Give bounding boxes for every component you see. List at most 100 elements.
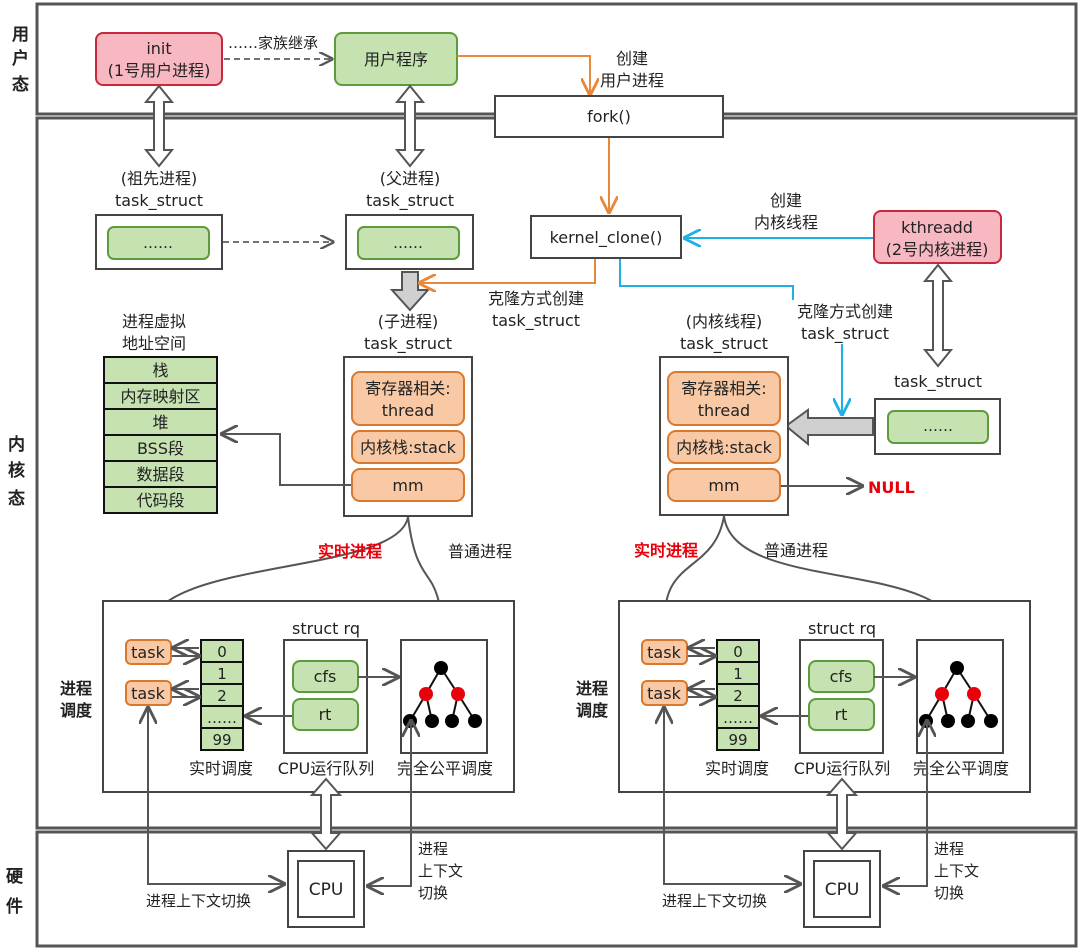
parent-to-child-arrow: [389, 271, 431, 312]
svg-text:用: 用: [12, 25, 29, 45]
create-user-proc-label-2: 用户进程: [600, 71, 664, 90]
kthreadd-task-inner-text: ……: [923, 417, 953, 435]
svg-text:内: 内: [8, 434, 25, 455]
parent-label-2: task_struct: [366, 191, 454, 211]
vas-segment-label: BSS段: [137, 439, 184, 458]
task-item[interactable]: [125, 639, 172, 665]
rq-title: struct rq: [808, 619, 876, 638]
rt-priority-label: 99: [728, 731, 747, 749]
normal-label: 普通进程: [764, 541, 828, 560]
kthread-stack-field[interactable]: [667, 430, 781, 464]
rt-priority-label: 1: [217, 665, 227, 683]
svg-text:态: 态: [12, 74, 29, 95]
rq-box[interactable]: [283, 639, 368, 754]
parent-label-1: (父进程): [380, 169, 441, 188]
child-thread-field[interactable]: [351, 371, 465, 426]
task-label: task: [647, 684, 681, 703]
clone-right-label-2: task_struct: [801, 324, 889, 344]
clone-left-label-1: 克隆方式创建: [488, 289, 584, 308]
kthread-thread-field[interactable]: [667, 371, 781, 426]
vas-segment-label: 数据段: [136, 465, 184, 484]
vas-segment: [103, 486, 218, 514]
rt-priority-label: 0: [217, 643, 227, 661]
svg-text:核: 核: [8, 460, 25, 481]
sched-title-1: 进程: [60, 679, 92, 698]
sched-title-1: 进程: [576, 679, 608, 698]
scheduler-left: 实时进程普通进程进程调度tasktask012……99实时调度struct rq…: [60, 516, 515, 928]
ctx-switch-right-label-3: 切换: [418, 884, 448, 902]
ctx-switch-left-label: 进程上下文切换: [146, 892, 251, 910]
vas-segment: [103, 356, 218, 384]
kthreadd-box[interactable]: [873, 210, 1002, 264]
vas-segment-label: 内存映射区: [120, 387, 200, 406]
fork-label: fork(): [587, 107, 631, 126]
kthread-stack-label: 内核栈:stack: [676, 438, 773, 457]
cpu-core: [813, 860, 871, 918]
child-stack-label: 内核栈:stack: [360, 438, 457, 457]
cpu-core: [297, 860, 355, 918]
rq-caption: CPU运行队列: [278, 759, 375, 778]
rt-label: rt: [835, 705, 848, 724]
ancestor-label-1: (祖先进程): [121, 169, 198, 188]
mm-to-vas-arrow: [222, 434, 351, 486]
layer-label-hardware: 硬 件: [6, 867, 24, 917]
rt-priority-label: 1: [733, 665, 743, 683]
rt-field[interactable]: [808, 698, 875, 731]
program-task-link-icon: [394, 84, 426, 168]
create-kthread-label-2: 内核线程: [754, 213, 818, 232]
init-label: init: [146, 39, 171, 58]
ancestor-task-inner-text: ……: [143, 234, 173, 252]
kthreadd-task-inner: [887, 410, 989, 444]
child-label-1: (子进程): [378, 312, 439, 331]
rt-priority-label: 2: [217, 687, 227, 705]
user-program-box[interactable]: [334, 32, 458, 86]
clone-left-label-2: task_struct: [492, 311, 580, 331]
cpu-label: CPU: [825, 880, 860, 900]
svg-text:态: 态: [8, 488, 25, 509]
kthread-label-1: (内核线程): [686, 312, 763, 331]
vas-title-2: 地址空间: [122, 334, 186, 353]
rt-field[interactable]: [292, 698, 359, 731]
child-label-2: task_struct: [364, 334, 452, 354]
realtime-label: 实时进程: [318, 542, 382, 561]
rt-priority-label: ……: [723, 709, 753, 727]
clone-kthread-line: [619, 259, 794, 300]
user-program-label: 用户程序: [364, 50, 428, 69]
task-item[interactable]: [125, 680, 172, 706]
kernel-clone-box[interactable]: [530, 215, 682, 259]
cfs-caption: 完全公平调度: [913, 759, 1009, 778]
rbtree-box: [916, 639, 1004, 754]
kthread-label-2: task_struct: [680, 334, 768, 354]
init-task-link-icon: [143, 84, 175, 168]
ctx-switch-right-label-3: 切换: [934, 884, 964, 902]
fork-box[interactable]: [494, 95, 724, 138]
init-sublabel: (1号用户进程): [108, 61, 211, 80]
rq-box[interactable]: [799, 639, 884, 754]
task-label: task: [131, 684, 165, 703]
layer-label-user: 用 户 态: [12, 25, 29, 95]
rq-caption: CPU运行队列: [794, 759, 891, 778]
child-stack-field[interactable]: [351, 430, 465, 464]
clone-child-arrow: [420, 259, 596, 283]
kthread-mm-label: mm: [708, 476, 739, 495]
kthread-mm-field[interactable]: [667, 468, 781, 502]
kthreadd-label: kthreadd: [901, 218, 973, 237]
kthread-thread-label-2: thread: [698, 401, 750, 420]
rbtree-box: [400, 639, 488, 754]
child-mm-field[interactable]: [351, 468, 465, 502]
task-item[interactable]: [641, 680, 688, 706]
child-mm-label: mm: [392, 476, 423, 495]
ctx-switch-right-label-1: 进程: [418, 840, 448, 858]
rt-sched-caption: 实时调度: [705, 759, 769, 778]
rt-priority-label: 0: [733, 643, 743, 661]
normal-label: 普通进程: [448, 542, 512, 561]
task-item[interactable]: [641, 639, 688, 665]
rq-title: struct rq: [292, 619, 360, 638]
svg-text:户: 户: [12, 48, 29, 69]
rt-priority-label: 99: [212, 731, 231, 749]
hardware-frame: [35, 830, 1078, 948]
child-thread-label-1: 寄存器相关:: [365, 379, 450, 398]
create-kthread-label-1: 创建: [770, 191, 802, 210]
